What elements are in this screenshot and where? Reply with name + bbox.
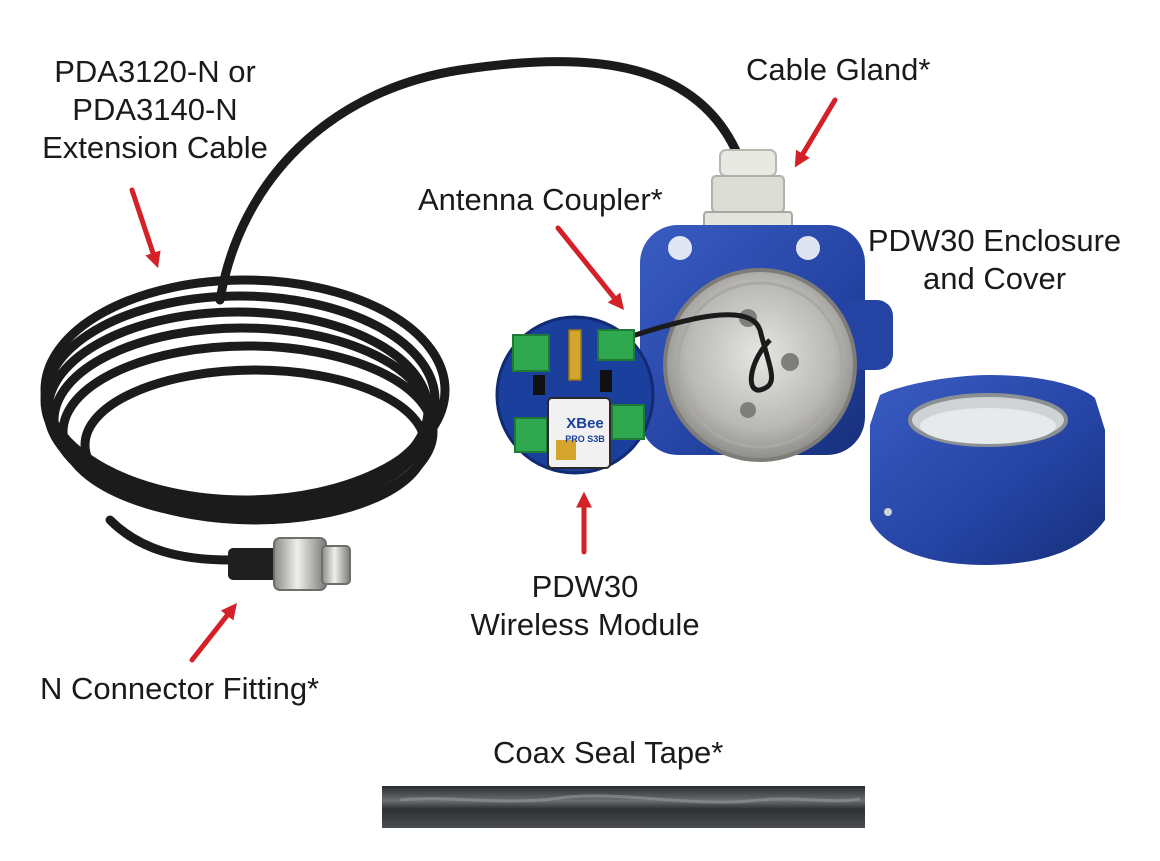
n-connector-fitting	[228, 537, 351, 591]
label-enclosure-line2: and Cover	[922, 261, 1067, 296]
label-cable-gland: Cable Gland*	[746, 52, 931, 87]
pdw30-wireless-module: XBee PRO S3B	[495, 315, 655, 475]
label-extension-cable-line1: PDA3120-N or	[54, 54, 256, 89]
label-antenna-coupler: Antenna Coupler*	[418, 182, 663, 217]
cable-gland	[703, 149, 793, 237]
label-extension-cable-line2: PDA3140-N	[72, 92, 238, 127]
xbee-model: PRO S3B	[565, 434, 605, 444]
label-extension-cable: PDA3120-N or PDA3140-N Extension Cable	[30, 53, 280, 167]
label-enclosure: PDW30 Enclosure and Cover	[852, 222, 1137, 298]
coax-seal-tape	[382, 786, 865, 828]
label-enclosure-line1: PDW30 Enclosure	[867, 223, 1122, 258]
label-n-connector: N Connector Fitting*	[40, 671, 320, 706]
extension-cable	[40, 57, 745, 565]
xbee-brand: XBee	[566, 415, 604, 432]
arrow-n-connector	[189, 602, 237, 663]
pdw30-cover	[870, 375, 1105, 565]
pdw30-enclosure	[619, 225, 893, 462]
label-coax-tape: Coax Seal Tape*	[493, 735, 724, 770]
arrow-cable-gland	[794, 97, 838, 168]
label-extension-cable-line3: Extension Cable	[42, 130, 268, 165]
pointer-arrows	[129, 97, 838, 663]
label-wireless-module-line2: Wireless Module	[470, 607, 700, 642]
label-wireless-module: PDW30 Wireless Module	[455, 568, 715, 644]
label-wireless-module-line1: PDW30	[531, 569, 639, 604]
arrow-antenna-coupler	[555, 225, 625, 310]
arrow-extension-cable	[129, 187, 161, 269]
